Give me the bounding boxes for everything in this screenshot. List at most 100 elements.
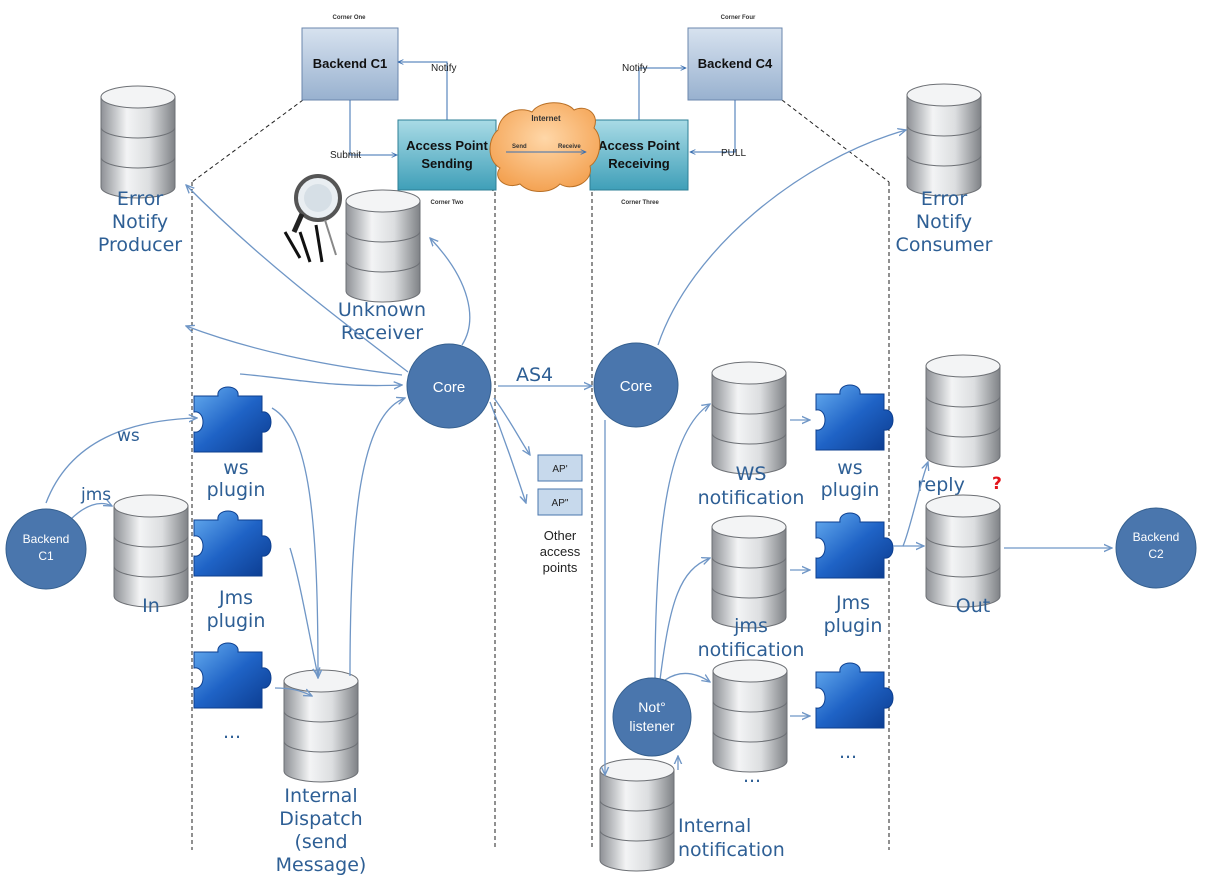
jms-plugin-right[interactable]: Jms plugin [815,512,894,637]
core-left-node[interactable]: Core [406,343,492,429]
svg-text:plugin: plugin [824,615,883,637]
svg-text:notification: notification [678,839,785,861]
svg-text:Core: Core [433,379,466,396]
connectors [45,130,1112,775]
notification-listener-node[interactable]: Not° listener [612,677,692,757]
error-notify-consumer-db[interactable]: Error Notify Consumer [896,83,993,256]
ellipsis-plugin-right[interactable]: ... [815,662,894,763]
unknown-receiver-db[interactable]: Unknown Receiver [338,189,426,344]
svg-text:access: access [540,544,581,559]
svg-text:Jms: Jms [218,587,253,609]
svg-text:...: ... [223,721,241,743]
backend-c1-box[interactable]: Backend C1 [301,27,399,101]
ws-plugin-left[interactable]: ws plugin [193,386,272,501]
corner-two-label: Corner Two [431,200,464,206]
out-db[interactable]: Out [925,494,1001,617]
svg-text:Backend: Backend [23,532,70,546]
svg-text:reply: reply [917,474,965,496]
jms-plugin-left[interactable]: Jms plugin [193,510,272,632]
svg-text:Notify: Notify [916,211,972,233]
svg-text:Not°: Not° [638,699,665,715]
svg-text:jms: jms [733,615,768,637]
svg-text:listener: listener [629,718,674,734]
svg-text:Internal: Internal [284,785,357,807]
svg-text:Backend C4: Backend C4 [698,56,773,71]
svg-text:Backend C1: Backend C1 [313,56,387,71]
backend-c1-node[interactable]: Backend C1 [5,508,87,590]
svg-text:Corner One: Corner One [332,15,366,21]
svg-text:C1: C1 [38,549,54,563]
notify-right-flow: Notify [622,63,686,120]
access-point-receiving-box[interactable]: Access Point Receiving [589,119,689,191]
access-point-sending-box[interactable]: Access Point Sending [397,119,497,191]
svg-text:plugin: plugin [821,479,880,501]
svg-text:C2: C2 [1148,547,1164,561]
svg-text:Internal: Internal [678,815,751,837]
in-db[interactable]: In [113,494,189,617]
svg-text:Receive: Receive [558,144,581,150]
other-access-points[interactable]: AP' AP" Other access points [537,454,583,575]
svg-text:Message): Message) [276,854,367,876]
as4-label: AS4 [516,364,553,386]
svg-text:Producer: Producer [98,234,182,256]
svg-text:plugin: plugin [207,610,266,632]
ws-plugin-right[interactable]: ws plugin [815,384,894,501]
magnifier-icon [283,174,342,263]
svg-text:WS: WS [736,463,767,485]
corner-one-label: Corner One [332,15,366,21]
svg-text:Submit: Submit [330,150,361,161]
svg-text:PULL: PULL [721,148,746,159]
svg-text:Unknown: Unknown [338,299,426,321]
ellipsis-plugin-left[interactable]: ... [193,642,272,743]
svg-text:(send: (send [294,831,347,853]
svg-text:Sending: Sending [421,156,472,171]
svg-text:Error: Error [921,188,968,210]
svg-text:Jms: Jms [835,592,870,614]
svg-text:In: In [142,595,160,617]
ellipsis-notification-db[interactable]: ... [712,659,788,787]
svg-text:ws: ws [837,457,862,479]
svg-text:Access Point: Access Point [598,138,680,153]
svg-text:Corner Four: Corner Four [721,15,756,21]
svg-text:Notify: Notify [431,63,457,74]
svg-text:Send: Send [512,144,527,150]
internal-dispatch-db[interactable]: Internal Dispatch (send Message) [276,669,367,876]
internal-notification-db[interactable]: Internal notification [599,758,785,872]
backend-c4-box[interactable]: Backend C4 [687,27,783,101]
submit-flow: Submit [330,100,397,161]
core-right-node[interactable]: Core [593,342,679,428]
svg-text:Receiving: Receiving [608,156,669,171]
svg-text:...: ... [839,741,857,763]
svg-text:AP": AP" [552,498,569,509]
pull-flow: PULL [690,100,746,159]
svg-text:Receiver: Receiver [341,322,423,344]
svg-text:Internet: Internet [531,114,561,123]
svg-text:Error: Error [117,188,164,210]
svg-text:Corner Three: Corner Three [621,200,659,206]
svg-text:Consumer: Consumer [896,234,993,256]
ws-channel-label: ws [117,426,140,446]
internet-cloud: Internet Send Receive [489,102,601,192]
svg-text:Corner Two: Corner Two [431,200,464,206]
svg-text:Out: Out [956,595,990,617]
svg-text:Dispatch: Dispatch [279,808,362,830]
reply-db[interactable]: reply ? [917,354,1002,496]
svg-text:notification: notification [698,487,805,509]
error-notify-producer-db[interactable]: Error Notify Producer [98,85,182,256]
backend-c2-node[interactable]: Backend C2 [1115,507,1197,589]
svg-text:plugin: plugin [207,479,266,501]
svg-text:Notify: Notify [622,63,648,74]
svg-text:Other: Other [544,528,577,543]
svg-text:Core: Core [620,378,653,395]
ws-notification-db[interactable]: WS notification [698,361,805,509]
svg-text:?: ? [992,474,1002,494]
notify-left-flow: Notify [398,62,457,120]
jms-channel-label: jms [80,485,111,505]
svg-text:...: ... [743,765,761,787]
svg-text:Access Point: Access Point [406,138,488,153]
svg-text:AP': AP' [552,464,567,475]
jms-notification-db[interactable]: jms notification [698,515,805,661]
svg-text:notification: notification [698,639,805,661]
corner-four-label: Corner Four [721,15,756,21]
